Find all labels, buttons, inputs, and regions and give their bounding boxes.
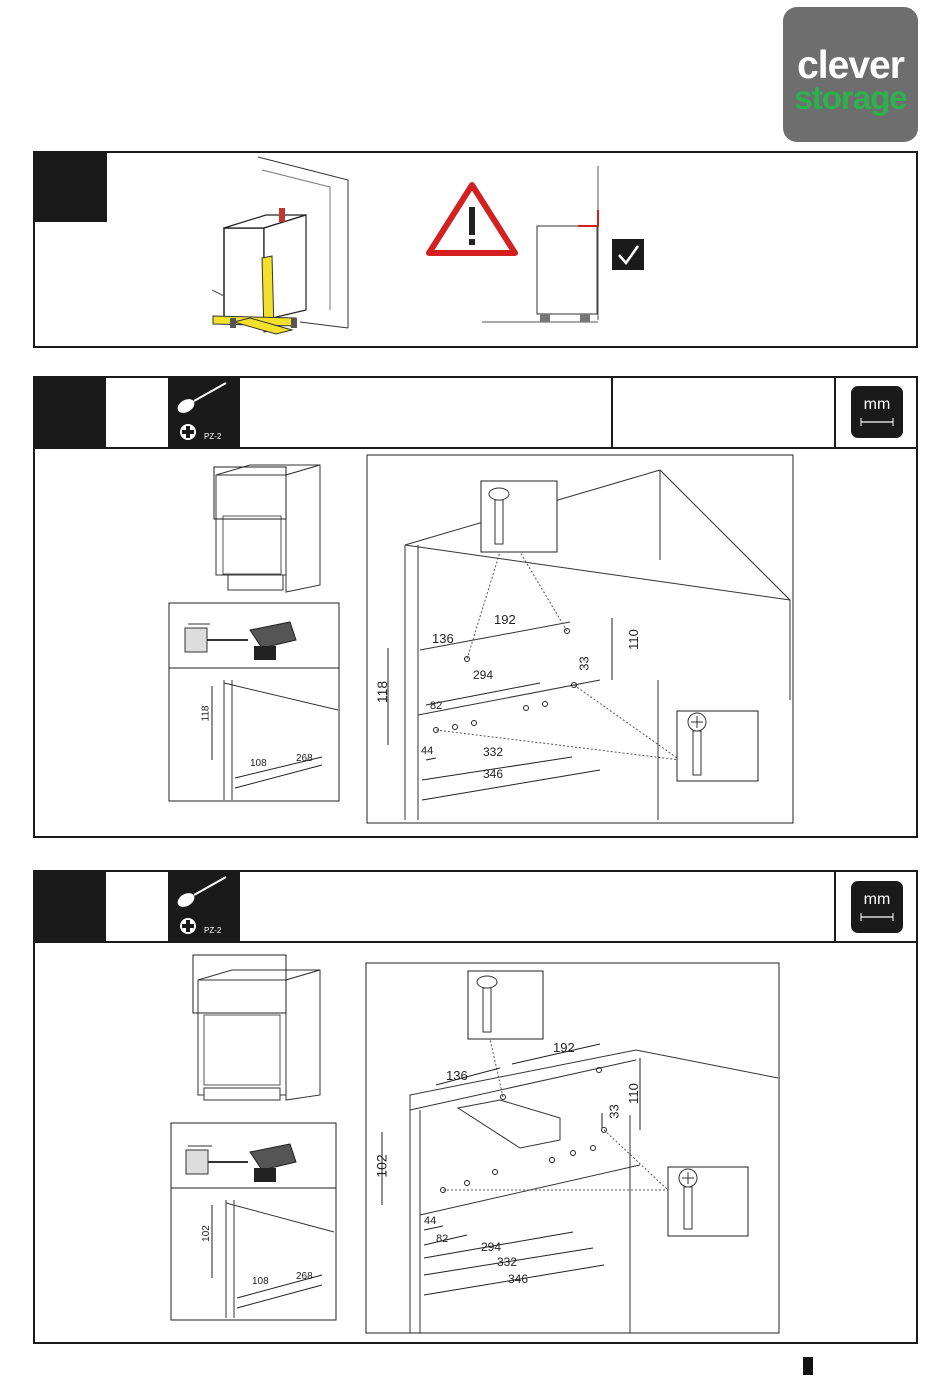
dim-label: 102 bbox=[201, 1225, 212, 1242]
dim-label: 44 bbox=[424, 1215, 436, 1227]
dim-label: 268 bbox=[296, 1271, 313, 1282]
dim-label: 136 bbox=[446, 1068, 468, 1083]
dim-label: 110 bbox=[626, 1083, 641, 1104]
dim-label: 102 bbox=[374, 1154, 390, 1177]
dim-label: 346 bbox=[508, 1272, 528, 1286]
dim-label: 294 bbox=[481, 1240, 501, 1254]
dim-label: 192 bbox=[553, 1040, 575, 1055]
dim-label: 108 bbox=[252, 1276, 269, 1287]
page-marker bbox=[803, 1357, 813, 1375]
dim-label: 33 bbox=[607, 1104, 622, 1118]
dim-label: 82 bbox=[436, 1233, 448, 1245]
dim-label: 332 bbox=[497, 1255, 517, 1269]
